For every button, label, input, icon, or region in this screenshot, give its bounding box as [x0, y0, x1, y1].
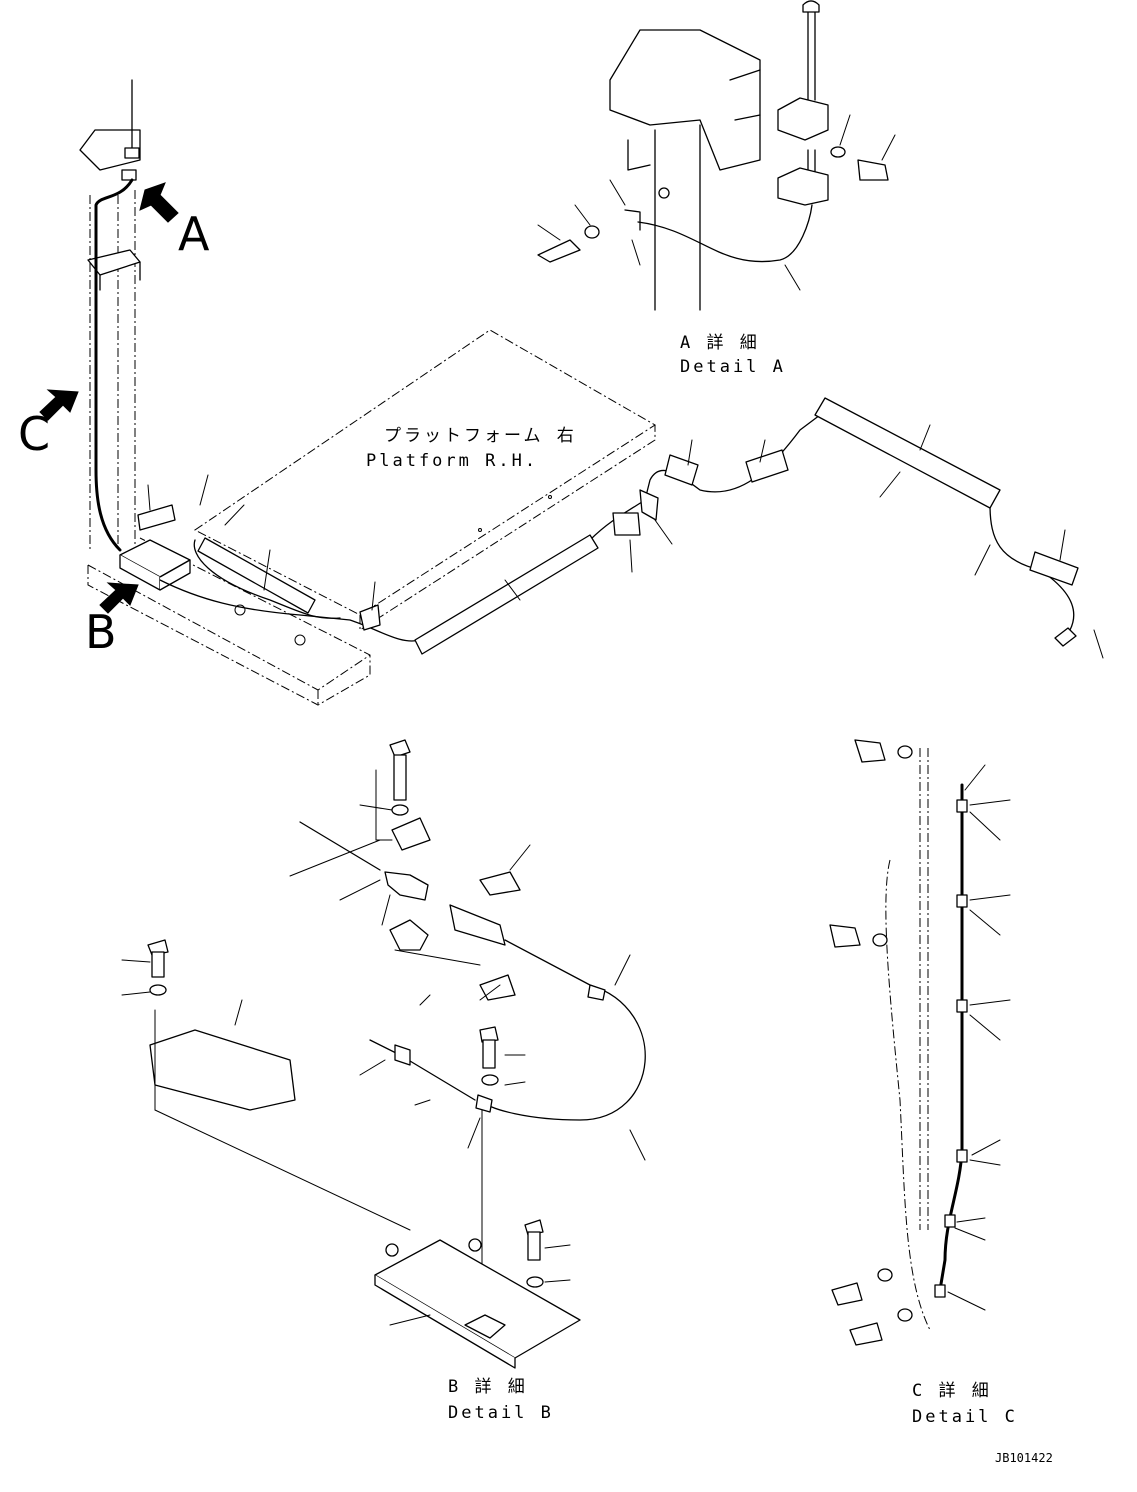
detail-a-drawing — [537, 0, 896, 311]
drawing-code: JB101422 — [995, 1451, 1053, 1465]
controller-box — [119, 539, 191, 591]
platform-outline — [87, 329, 656, 706]
view-arrow-icon — [139, 182, 179, 223]
detail-b-title-en: Detail B — [448, 1403, 554, 1423]
detail-a-title-en: Detail A — [680, 357, 786, 377]
platform-label-en: Platform R.H. — [366, 451, 538, 471]
view-label-b: B — [85, 605, 117, 659]
harness-sleeves — [137, 397, 1079, 655]
detail-b-title-jp: B 詳 細 — [448, 1377, 528, 1397]
view-arrow-icon — [39, 389, 79, 421]
detail-b-drawing — [121, 739, 646, 1369]
overview-leaders — [147, 424, 1104, 659]
detail-c-title-en: Detail C — [912, 1407, 1018, 1427]
overview-assembly — [79, 79, 1104, 706]
pillar — [79, 79, 141, 550]
detail-c-title-jp: C 詳 細 — [912, 1381, 992, 1401]
view-arrow-icon — [99, 582, 139, 614]
pillar-harness — [94, 178, 134, 552]
detail-c-drawing — [829, 739, 1011, 1346]
view-label-a: A — [178, 207, 210, 261]
detail-a-title-jp: A 詳 細 — [680, 333, 760, 353]
view-label-c: C — [18, 407, 50, 461]
platform-label-jp: プラットフォーム 右 — [384, 426, 577, 446]
